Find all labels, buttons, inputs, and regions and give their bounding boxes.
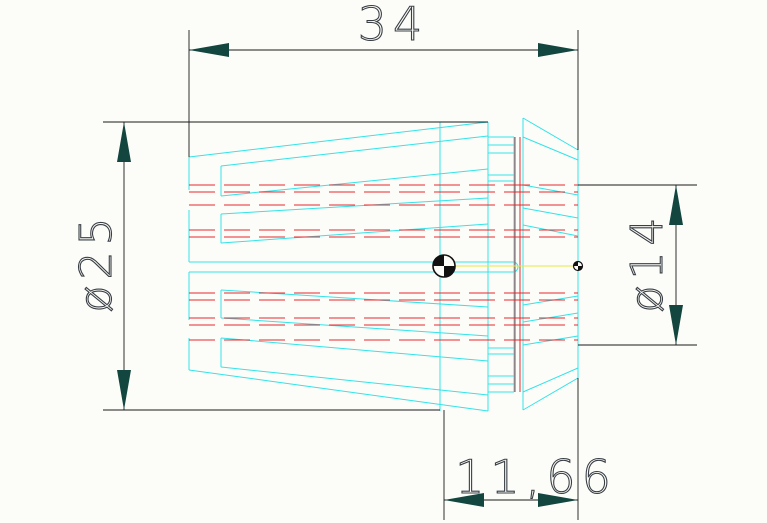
- hidden-lines: [189, 137, 578, 392]
- point-marker-icon: [572, 260, 584, 272]
- dimension-outer-diameter: ø25: [71, 212, 122, 313]
- arrow-up-icon: [117, 122, 131, 162]
- arrow-right-icon: [538, 493, 578, 507]
- dimension-arrows: [117, 43, 683, 507]
- collet-outline: [188, 117, 579, 412]
- arrow-right-icon: [538, 43, 578, 57]
- dimension-lines: [103, 30, 697, 520]
- arrow-left-icon: [444, 493, 484, 507]
- arrow-up-icon: [669, 185, 683, 225]
- dimension-overall-length: 34: [358, 0, 429, 51]
- dimension-front-length: 11,66: [455, 450, 617, 504]
- center-of-gravity-icon: [432, 254, 456, 278]
- arrow-down-icon: [669, 305, 683, 345]
- dimension-bore-diameter: ø14: [622, 212, 673, 313]
- arrow-down-icon: [117, 370, 131, 410]
- arrow-left-icon: [189, 43, 229, 57]
